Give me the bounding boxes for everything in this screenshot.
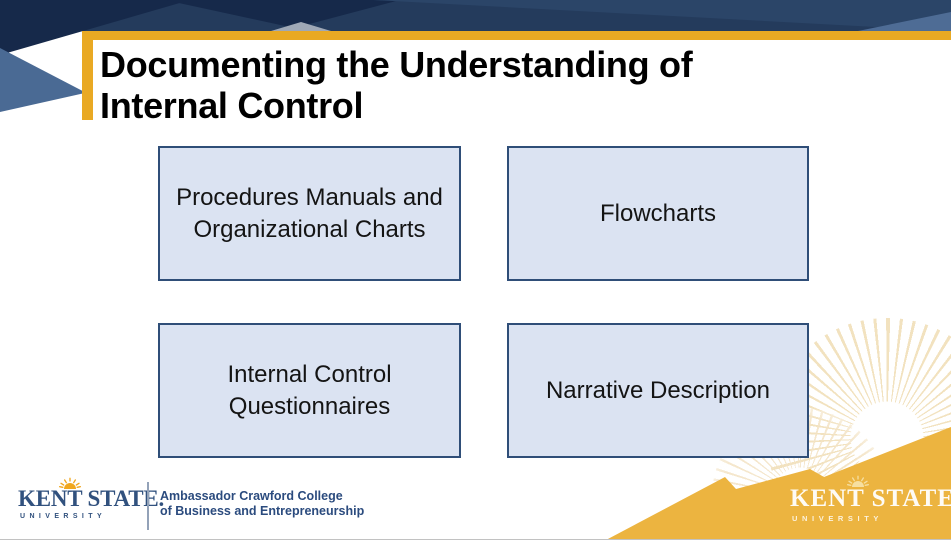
gold-frame-horizontal-bar xyxy=(82,31,951,40)
slide-title: Documenting the Understanding of Interna… xyxy=(100,44,693,127)
box-label: Internal Control Questionnaires xyxy=(227,361,392,420)
box-label: Procedures Manuals and Organizational Ch… xyxy=(176,184,443,243)
box-label: Narrative Description xyxy=(545,376,771,404)
concept-box-flowcharts: Flowcharts xyxy=(507,146,809,281)
box-label: Flowcharts xyxy=(599,199,717,227)
gold-frame-vertical-bar xyxy=(82,31,93,120)
left-steel-blue-triangle xyxy=(0,48,86,112)
kent-state-watermark-logo: KENT STATE UNIVERSITY xyxy=(790,475,951,523)
footer-divider-line xyxy=(147,482,149,530)
rising-sun-icon xyxy=(59,477,81,489)
logo-university-text: UNIVERSITY xyxy=(20,513,107,520)
logo-wordmark: KENT STATE. xyxy=(18,486,165,511)
concept-box-procedures-manuals: Procedures Manuals and Organizational Ch… xyxy=(158,146,461,281)
concept-box-internal-control-questionnaires: Internal Control Questionnaires xyxy=(158,323,461,458)
watermark-university-text: UNIVERSITY xyxy=(792,514,884,523)
kent-state-logo: KENT STATE. UNIVERSITY xyxy=(18,477,165,520)
watermark-wordmark: KENT STATE xyxy=(790,485,951,512)
college-name-line2: of Business and Entrepreneurship xyxy=(160,503,365,518)
college-name-line1: Ambassador Crawford College xyxy=(160,489,343,503)
banner-gray-triangle xyxy=(271,22,331,31)
college-name-text: Ambassador Crawford College of Business … xyxy=(160,489,364,518)
concept-box-narrative-description: Narrative Description xyxy=(507,323,809,458)
rising-sun-icon xyxy=(847,475,869,487)
